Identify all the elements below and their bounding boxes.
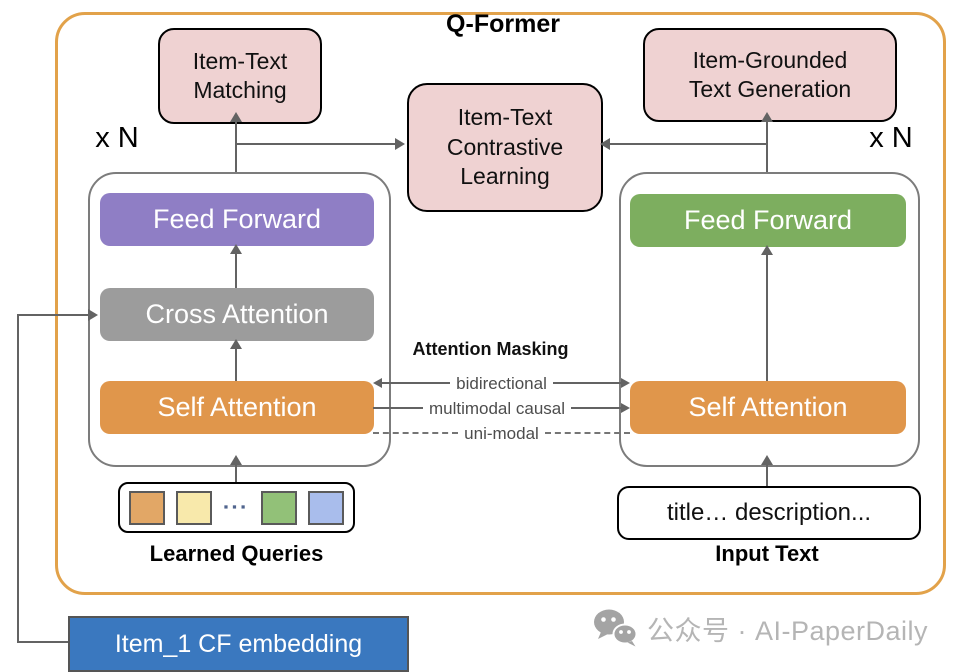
attention-masking-title: Attention Masking — [412, 339, 569, 359]
left-feed-forward-label: Feed Forward — [152, 204, 322, 234]
query-token-4 — [307, 490, 344, 525]
input-text-value: title… description... — [666, 499, 872, 526]
masking-label-multimodal-causal: multimodal causal — [428, 398, 566, 418]
line-segment — [571, 407, 621, 409]
masking-row-uni-modal: uni-modal — [373, 424, 630, 442]
watermark-text: 公众号 · AI-PaperDaily — [647, 615, 929, 646]
arrowhead-itg — [761, 112, 773, 122]
ellipsis-dots: ▪▪▪ — [223, 499, 250, 514]
item-text-contrastive-box: Item-Text Contrastive Learning — [407, 83, 603, 212]
watermark: 公众号 · AI-PaperDaily — [592, 608, 928, 648]
masking-label-uni-modal: uni-modal — [464, 423, 539, 443]
right-feed-forward-block: Feed Forward — [630, 194, 906, 247]
item-text-contrastive-line3: Learning — [460, 163, 550, 190]
left-feed-forward-block: Feed Forward — [100, 193, 374, 246]
item-grounded-generation-line1: Item-Grounded — [692, 46, 848, 73]
dashed-line-segment — [373, 432, 459, 434]
arrow-right-branch-to-itc — [610, 143, 767, 145]
item-text-contrastive-line2: Contrastive — [446, 133, 564, 160]
arrow-ca-to-ff-left — [235, 253, 237, 288]
query-token-3 — [260, 490, 297, 525]
arrow-text-to-tower — [766, 464, 768, 486]
masking-row-multimodal-causal: multimodal causal — [373, 399, 630, 417]
right-self-attention-block: Self Attention — [630, 381, 906, 434]
repeat-label-right: x N — [869, 122, 913, 154]
arrowhead-itc-left — [395, 138, 405, 150]
cross-attention-block: Cross Attention — [100, 288, 374, 341]
qformer-container-border — [55, 12, 946, 595]
right-feed-forward-label: Feed Forward — [683, 205, 853, 235]
query-token-1 — [129, 490, 165, 525]
item-text-contrastive-line1: Item-Text — [457, 104, 553, 131]
arrowhead-ff-right — [761, 245, 773, 255]
cf-path-bottom — [17, 641, 68, 643]
item-text-matching-line2: Matching — [193, 77, 287, 103]
arrowhead-itm — [230, 112, 242, 122]
input-text-box: title… description... — [617, 486, 921, 540]
arrowhead-cross-attention — [88, 309, 98, 321]
repeat-label-left: x N — [95, 122, 139, 154]
learned-queries-label: Learned Queries — [149, 541, 324, 566]
arrow-sa-to-ff-right — [766, 254, 768, 381]
cf-embedding-label: Item_1 CF embedding — [114, 629, 363, 658]
line-segment — [382, 382, 451, 384]
text-tower-outline — [619, 172, 920, 467]
line-segment — [552, 382, 622, 384]
right-self-attention-label: Self Attention — [688, 392, 848, 422]
arrow-queries-to-tower — [235, 464, 237, 482]
item-grounded-generation-line2: Text Generation — [688, 76, 852, 102]
item-grounded-generation-box: Item-Grounded Text Generation — [643, 28, 897, 122]
learned-queries-box: ▪▪▪ — [118, 482, 355, 533]
cf-embedding-box: Item_1 CF embedding — [68, 616, 409, 672]
wechat-icon — [594, 609, 638, 647]
arrowhead-itc-right — [600, 138, 610, 150]
arrowhead-ff-left — [230, 244, 242, 254]
diagram-title: Q-Former — [446, 10, 560, 38]
left-self-attention-block: Self Attention — [100, 381, 374, 434]
masking-row-bidirectional: bidirectional — [373, 373, 631, 393]
line-segment — [373, 407, 423, 409]
arrow-right-tower-to-itg — [766, 121, 768, 172]
arrow-sa-to-ca — [235, 348, 237, 381]
arrowhead-bidirectional-right — [621, 378, 631, 388]
arrowhead-ca — [230, 339, 242, 349]
cf-path-top — [17, 314, 90, 316]
cf-path-vertical — [17, 315, 19, 643]
dashed-line-segment — [544, 432, 630, 434]
cross-attention-label: Cross Attention — [145, 299, 329, 329]
arrowhead-right-tower-bottom — [761, 455, 773, 465]
arrow-left-branch-to-itc — [236, 143, 396, 145]
query-token-2 — [176, 490, 213, 525]
arrowhead-bidirectional-left — [373, 378, 382, 388]
masking-label-bidirectional: bidirectional — [456, 373, 547, 393]
input-text-label: Input Text — [715, 541, 819, 566]
item-text-matching-box: Item-Text Matching — [158, 28, 322, 124]
arrow-left-tower-to-itm — [235, 121, 237, 172]
arrowhead-left-tower-bottom — [230, 455, 242, 465]
arrowhead-multimodal-right — [621, 403, 630, 413]
item-text-matching-line1: Item-Text — [192, 47, 288, 74]
left-self-attention-label: Self Attention — [157, 392, 317, 422]
